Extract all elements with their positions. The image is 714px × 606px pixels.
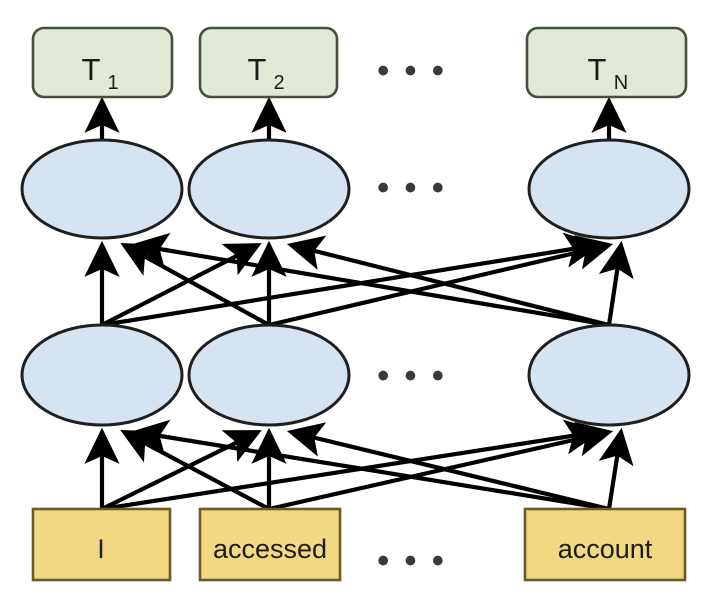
edge-h1-1-h2-3 bbox=[101, 232, 602, 328]
edge-w3-h1-3 bbox=[598, 427, 634, 510]
edge-h1-2-h2-3 bbox=[268, 235, 614, 328]
edges-encoder2-to-output bbox=[84, 96, 627, 141]
edge-w1-h1-3 bbox=[101, 419, 602, 512]
input-node-accessed[interactable]: accessed bbox=[198, 507, 342, 582]
output-label-TN-base: T bbox=[588, 52, 607, 87]
input-node-account[interactable]: account bbox=[523, 507, 687, 582]
encoder2-node-3[interactable] bbox=[527, 138, 691, 240]
input-label-account: account bbox=[558, 534, 653, 564]
input-box-I[interactable] bbox=[31, 507, 172, 582]
edge-w3-h1-1 bbox=[131, 419, 610, 512]
output-label-T1-base: T bbox=[82, 52, 101, 87]
input-label-I: I bbox=[97, 534, 105, 564]
output-label-T1-subscript: 1 bbox=[107, 72, 118, 94]
encoder1-node-1[interactable] bbox=[20, 323, 184, 427]
encoder2-layer-ellipsis: • • • bbox=[377, 169, 447, 207]
edge-h1-3-h2-1 bbox=[131, 232, 610, 328]
input-label-accessed: accessed bbox=[213, 534, 327, 564]
edge-w3-h1-2 bbox=[286, 422, 610, 512]
edge-h1-3-h2-2 bbox=[286, 235, 610, 328]
edge-h1-1-h2-2 bbox=[101, 243, 262, 327]
encoder1-layer-ellipsis: • • • bbox=[377, 357, 447, 395]
encoder-layer-1: • • • bbox=[20, 323, 691, 427]
output-label-TN-subscript: N bbox=[614, 72, 628, 94]
edge-h1-3-h2-3 bbox=[598, 240, 634, 326]
encoder1-node-2[interactable] bbox=[187, 323, 351, 427]
encoder1-node-3[interactable] bbox=[527, 323, 691, 427]
output-node-T2[interactable]: T 2 bbox=[198, 26, 339, 99]
output-box-T2[interactable] bbox=[198, 26, 339, 99]
input-node-I[interactable]: I bbox=[31, 507, 172, 582]
output-label-T2-base: T bbox=[248, 52, 267, 87]
edges-encoder1-to-encoder2 bbox=[84, 232, 634, 328]
output-node-T1[interactable]: T 1 bbox=[31, 26, 174, 99]
input-box-accessed[interactable] bbox=[198, 507, 342, 582]
output-layer: T 1 T 2 T N • • • bbox=[31, 26, 688, 99]
edges-input-to-encoder1 bbox=[84, 419, 634, 512]
encoder2-node-1[interactable] bbox=[20, 138, 184, 240]
output-box-T1[interactable] bbox=[31, 26, 174, 99]
output-node-TN[interactable]: T N bbox=[525, 26, 688, 99]
output-layer-ellipsis: • • • bbox=[377, 52, 447, 90]
encoder2-node-2[interactable] bbox=[187, 138, 351, 240]
input-box-account[interactable] bbox=[523, 507, 687, 582]
output-label-T2-subscript: 2 bbox=[273, 72, 284, 94]
edge-w1-h1-2 bbox=[101, 430, 262, 511]
encoder-layer-2: • • • bbox=[20, 138, 691, 240]
output-box-TN[interactable] bbox=[525, 26, 688, 99]
edge-w2-h1-3 bbox=[268, 421, 614, 512]
input-layer-ellipsis: • • • bbox=[377, 542, 447, 580]
input-layer: I accessed account • • • bbox=[31, 507, 687, 582]
